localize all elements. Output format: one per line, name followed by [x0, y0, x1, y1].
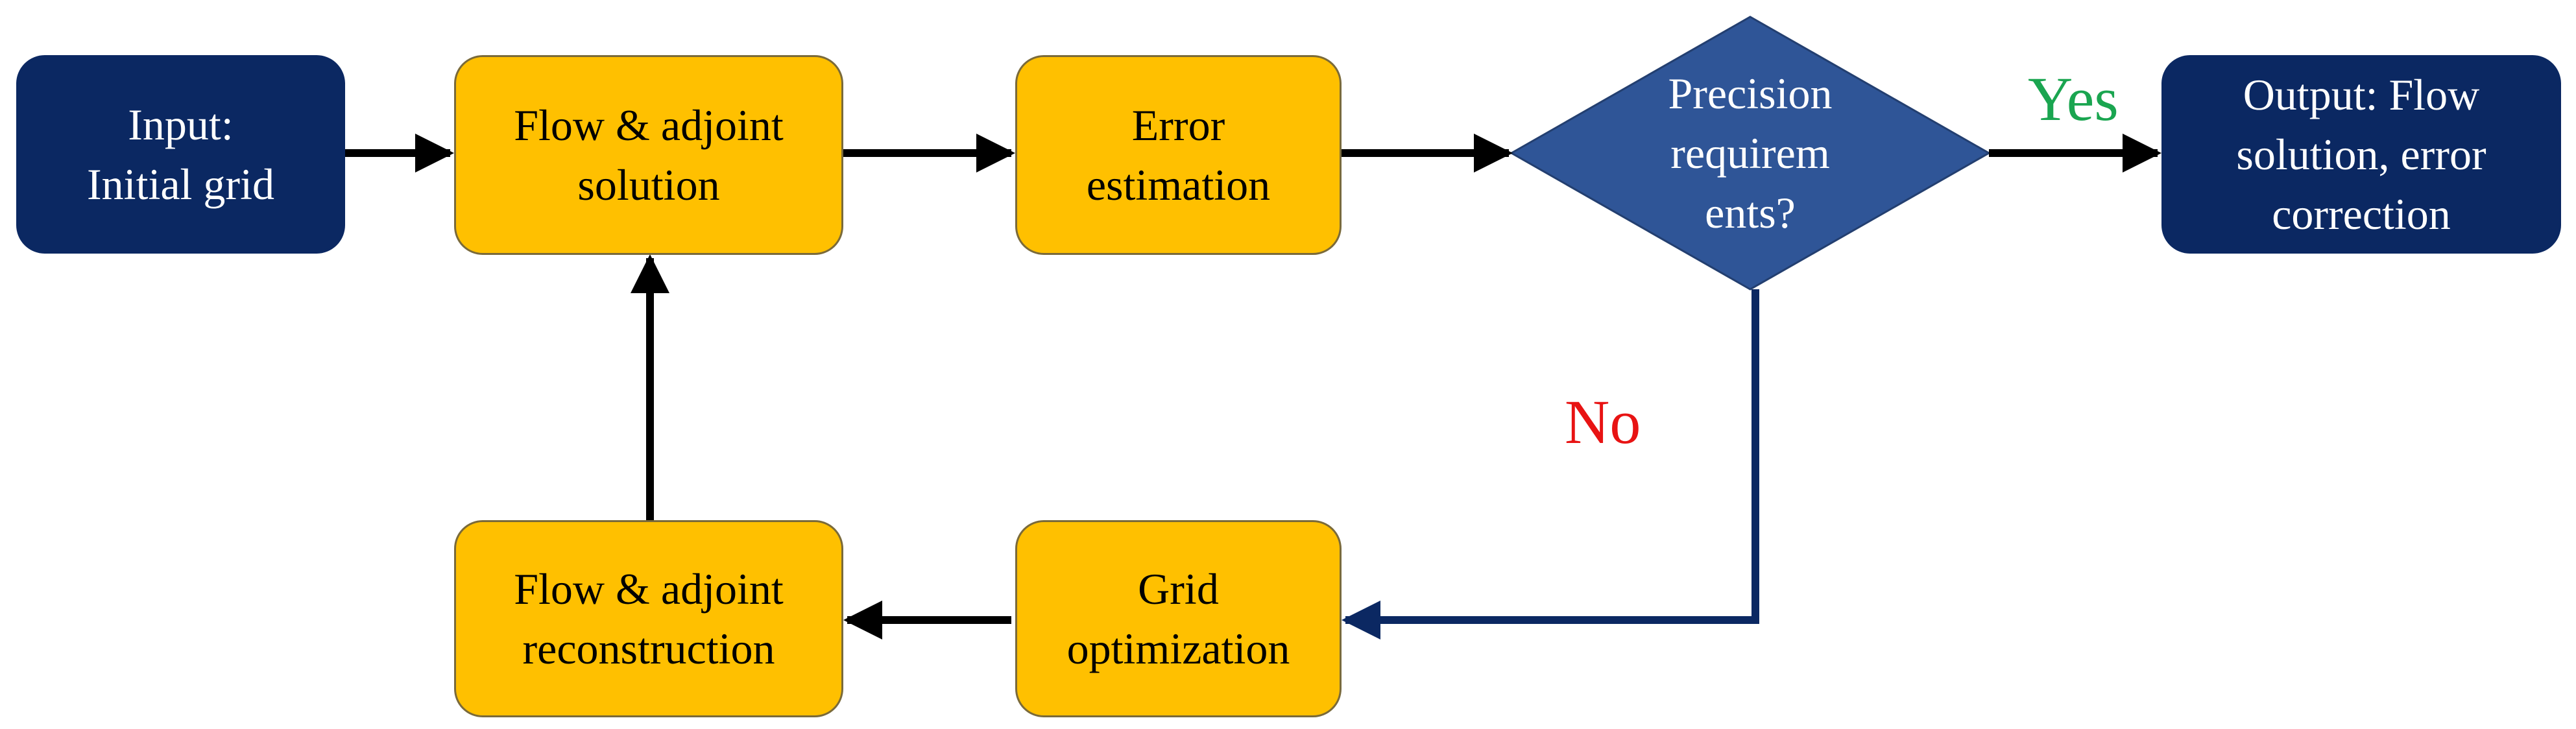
error-estimation-node: Error estimation: [1015, 55, 1342, 255]
error-estimation-line-1: Error: [1131, 101, 1225, 150]
precision-check-line-2: requirem: [1670, 128, 1830, 178]
flow-adjoint-solution-line-1: Flow & adjoint: [514, 101, 784, 150]
output-node-line-2: solution, error: [2236, 130, 2486, 179]
error-estimation-line-2: estimation: [1086, 160, 1271, 209]
flow-adjoint-solution-node: Flow & adjoint solution: [454, 55, 843, 255]
no-branch-label: No: [1565, 387, 1641, 457]
grid-optimization-node: Grid optimization: [1015, 520, 1342, 717]
input-node-line-1: Input:: [128, 100, 234, 149]
output-node-line-1: Output: Flow: [2243, 70, 2480, 119]
arrow-decision-to-grid-optimization: [1342, 289, 1759, 639]
output-node-line-3: correction: [2272, 189, 2451, 239]
input-node: Input: Initial grid: [16, 55, 345, 254]
grid-optimization-line-1: Grid: [1138, 564, 1219, 614]
precision-check-line-1: Precision: [1668, 69, 1833, 118]
yes-branch-label: Yes: [2028, 64, 2119, 134]
decision-diamond: [1509, 16, 1992, 291]
precision-check-line-3: ents?: [1705, 188, 1796, 237]
flow-adjoint-reconstruction-line-2: reconstruction: [522, 624, 775, 673]
output-node: Output: Flow solution, error correction: [2161, 55, 2561, 254]
input-node-line-2: Initial grid: [87, 160, 274, 209]
grid-optimization-line-2: optimization: [1066, 624, 1290, 673]
precision-check-label: Precision requirem ents?: [1511, 17, 1989, 289]
flow-adjoint-reconstruction-node: Flow & adjoint reconstruction: [454, 520, 843, 717]
flow-adjoint-reconstruction-line-1: Flow & adjoint: [514, 564, 784, 614]
flow-adjoint-solution-line-2: solution: [577, 160, 720, 209]
